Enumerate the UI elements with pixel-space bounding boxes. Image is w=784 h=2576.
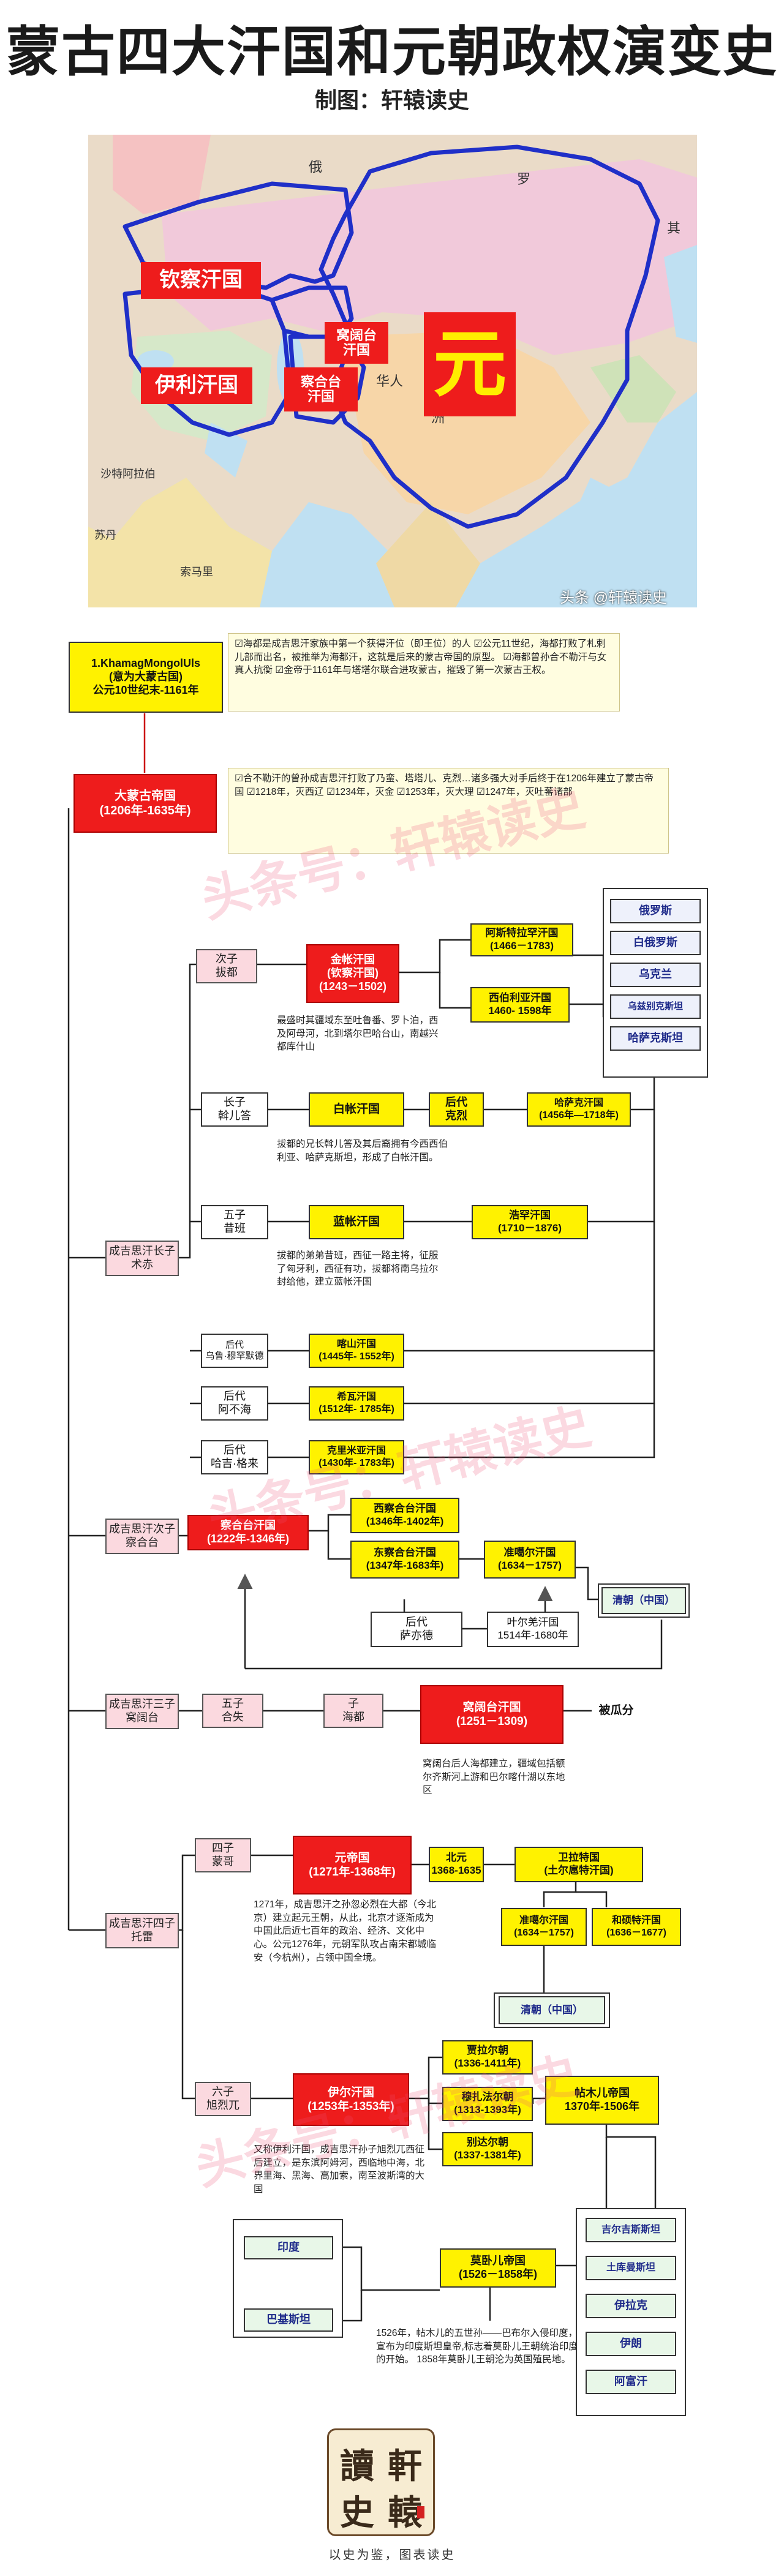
node-east-chagatai: 东察合台汗国 (1347年-1683年) [350, 1541, 459, 1579]
node-sixth-hulagu: 六子 旭烈兀 [195, 2082, 251, 2116]
node-jalayirid: 贾拉尔朝 (1336-1411年) [442, 2040, 533, 2075]
node-ilkhanate: 伊尔汗国 (1253年-1353年) [293, 2073, 409, 2126]
node-later-abulkhair: 后代 阿不海 [201, 1386, 268, 1421]
country-kazakhstan: 哈萨克斯坦 [610, 1026, 701, 1051]
node-later-said: 后代 萨亦德 [371, 1612, 462, 1647]
node-orda: 长子 斡儿答 [201, 1092, 268, 1127]
node-tolui: 成吉思汗四子 托雷 [105, 1913, 179, 1948]
node-timurid: 帖木儿帝国 1370年-1506年 [545, 2076, 659, 2125]
node-dzungar-2: 准噶尔汗国 (1634－1757) [501, 1908, 587, 1946]
node-yuan-empire: 元帝国 (1271年-1368年) [293, 1836, 412, 1894]
map-label-chagatai: 察合台 汗国 [284, 367, 358, 411]
node-khoshut: 和硕特汗国 (1636－1677) [592, 1908, 681, 1946]
node-later-ulug: 后代 乌鲁·穆罕默德 [201, 1334, 268, 1368]
map-place-label: 华人 [376, 374, 403, 389]
node-west-chagatai: 西察合台汗国 (1346年-1402年) [350, 1498, 459, 1533]
node-qing-2: 清朝（中国） [499, 1996, 605, 2024]
node-fifth-hashi: 五子 合失 [202, 1694, 263, 1728]
seal-char: 軒 [388, 2446, 422, 2487]
node-great-mongol-empire: 大蒙古帝国 (1206年-1635年) [74, 774, 217, 833]
note-blue-horde: 拔都的弟弟昔班，西征一路主将，征服了匈牙利，西征有功，拔都将南乌拉尔封给他，建立… [277, 1250, 439, 1288]
map-label-yuan: 元 [424, 312, 516, 416]
node-ogedei-khanate: 窝阔台汗国 (1251－1309) [420, 1685, 564, 1744]
node-white-horde: 白帐汗国 [309, 1092, 404, 1127]
country-afghanistan: 阿富汗 [586, 2370, 676, 2394]
country-iran: 伊朗 [586, 2332, 676, 2356]
node-chagatai-son: 成吉思汗次子 察合台 [105, 1519, 179, 1554]
map-label-kipchak: 钦察汗国 [141, 262, 261, 299]
map-place-label: 苏丹 [94, 529, 116, 541]
page-subtitle: 制图：轩辕读史 [314, 88, 469, 113]
node-batu: 次子 拔都 [196, 949, 257, 983]
map-place-label: 俄 [309, 159, 322, 175]
note-ilkhanate: 又称伊利汗国，成吉思汗孙子旭烈兀西征后建立，是东滨阿姆河，西临地中海，北界里海、… [254, 2144, 425, 2195]
map-place-label: 罗 [517, 171, 530, 187]
map-place-label: 沙特阿拉伯 [100, 468, 156, 480]
map-watermark: 头条 @轩辕读史 [560, 590, 668, 606]
map-label-ilkhan: 伊利汗国 [141, 367, 252, 404]
country-turkmenistan: 土库曼斯坦 [586, 2256, 676, 2280]
page-title: 蒙古四大汗国和元朝政权演变史 [6, 21, 778, 82]
node-son-haidu: 子 海都 [323, 1694, 383, 1728]
node-astrakhan: 阿斯特拉罕汗国 (1466－1783) [470, 923, 573, 956]
map-place-label: 其 [667, 220, 680, 236]
country-ukraine: 乌克兰 [610, 963, 701, 987]
node-yarkand: 叶尔羌汗国 1514年-1680年 [487, 1612, 579, 1647]
seal-stamp-icon [417, 2506, 424, 2518]
note-khamag: ☑海都是成吉思汗家族中第一个获得汗位（即王位）的人 ☑公元11世纪，海都打败了札… [228, 633, 620, 712]
mongol-empire-map: 俄 罗 其 华人 洲 沙特阿拉伯 苏丹 索马里 钦察汗国 伊利汗国 窝阔台 汗国… [88, 135, 697, 607]
node-dzungar-1: 准噶尔汗国 (1634－1757) [484, 1541, 576, 1579]
note-ogedei-khanate: 窝阔台后人海都建立，疆域包括额尔齐斯河上游和巴尔喀什湖以东地区 [423, 1759, 565, 1796]
note-great-mongol: ☑合不勒汗的曾孙成吉思汗打败了乃蛮、塔塔儿、克烈…诸多强大对手后终于在1206年… [228, 768, 669, 854]
country-pakistan: 巴基斯坦 [244, 2308, 333, 2332]
node-kokand: 浩罕汗国 (1710－1876) [472, 1205, 588, 1239]
node-mughal: 莫卧儿帝国 (1526－1858年) [440, 2248, 556, 2288]
node-west-siberia: 西伯利亚汗国 1460- 1598年 [470, 987, 570, 1023]
note-white-horde: 拔都的兄长斡儿答及其后裔拥有今西西伯利亚、哈萨克斯坦，形成了白帐汗国。 [277, 1139, 448, 1163]
seal-logo: 讀 軒 史 轅 [327, 2428, 435, 2536]
country-iraq: 伊拉克 [586, 2294, 676, 2318]
node-kazan: 喀山汗国 (1445年- 1552年) [309, 1334, 404, 1368]
map-place-label: 索马里 [180, 566, 213, 578]
note-golden-horde: 最盛时其疆域东至吐鲁番、罗卜泊，西及阿母河，北到塔尔巴哈台山，南越兴都库什山 [277, 1015, 439, 1053]
country-india: 印度 [244, 2236, 333, 2259]
node-oirat: 卫拉特国 (土尔扈特汗国) [514, 1847, 643, 1882]
note-mughal: 1526年，帖木儿的五世孙——巴布尔入侵印度，宣布为印度斯坦皇帝,标志着莫卧儿王… [376, 2328, 578, 2365]
seal-char: 轅 [388, 2493, 422, 2533]
note-yuan: 1271年，成吉思汗之孙忽必烈在大都（今北京）建立起元王朝，从此，北京才逐渐成为… [254, 1899, 436, 1963]
country-uzbekistan: 乌兹别克斯坦 [610, 994, 701, 1019]
map-drawing: 俄 罗 其 华人 洲 沙特阿拉伯 苏丹 索马里 [88, 135, 697, 607]
node-later-haji: 后代 哈吉·格来 [201, 1440, 268, 1474]
node-blue-horde: 蓝帐汗国 [309, 1205, 404, 1239]
seal-caption: 以史为鉴，图表读史 [328, 2548, 456, 2562]
node-jochi: 成吉思汗长子 术赤 [105, 1241, 179, 1276]
seal-char: 讀 [340, 2446, 374, 2487]
node-later-kere: 后代 克烈 [429, 1092, 484, 1127]
node-partitioned: 被瓜分 [598, 1704, 634, 1718]
node-ogedei-son: 成吉思汗三子 窝阔台 [105, 1694, 179, 1729]
node-golden-horde: 金帐汗国 (钦察汗国) (1243－1502) [306, 944, 399, 1003]
node-northern-yuan: 北元 1368-1635 [429, 1847, 484, 1882]
node-khiva: 希瓦汗国 (1512年- 1785年) [309, 1386, 404, 1421]
node-fourth-mongke: 四子 蒙哥 [195, 1838, 251, 1872]
node-khamag-mongol: 1.KhamagMongolUls (意为大蒙古国) 公元10世纪末-1161年 [69, 642, 223, 713]
node-chagatai-khanate: 察合台汗国 (1222年-1346年) [187, 1515, 309, 1550]
country-kyrgyzstan: 吉尔吉斯斯坦 [586, 2218, 676, 2242]
map-label-ogedei: 窝阔台 汗国 [325, 322, 388, 364]
node-kazakh-khanate: 哈萨克汗国 (1456年—1718年) [527, 1092, 631, 1127]
seal-char: 史 [340, 2493, 374, 2533]
node-injuid: 别达尔朝 (1337-1381年) [442, 2132, 533, 2166]
node-muzaffarid: 穆扎法尔朝 (1313-1393年) [442, 2087, 533, 2121]
node-shiban: 五子 昔班 [201, 1205, 268, 1239]
node-crimea: 克里米亚汗国 (1430年- 1783年) [309, 1440, 404, 1474]
country-russia: 俄罗斯 [610, 899, 701, 923]
country-belarus: 白俄罗斯 [610, 931, 701, 955]
node-qing-1: 清朝（中国） [601, 1587, 686, 1614]
